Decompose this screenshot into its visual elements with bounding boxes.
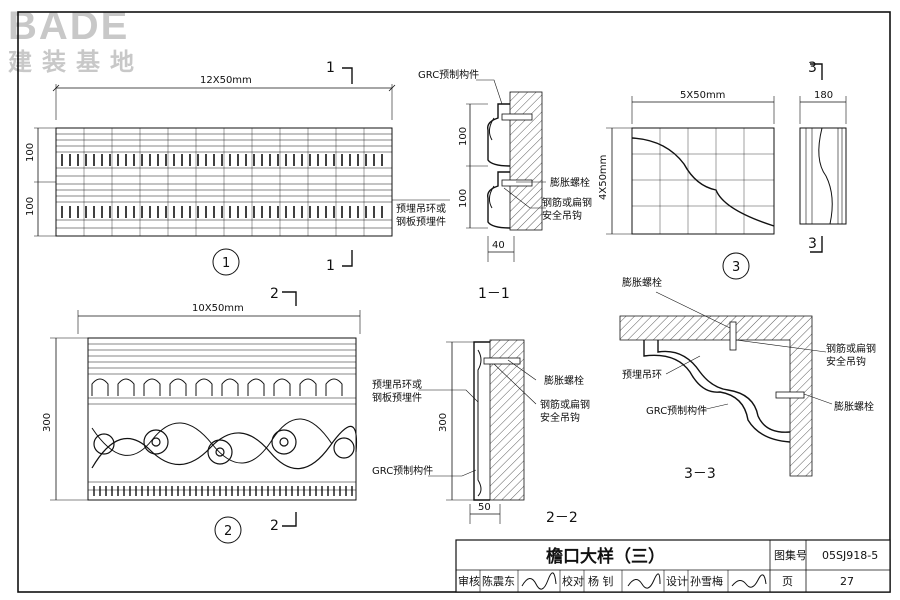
- section-3-3-grc-label: GRC预制构件: [646, 404, 707, 417]
- detail-1-embed-label: 预埋吊环或: [396, 203, 446, 215]
- detail-1-height-dim-a: 100: [25, 143, 36, 162]
- reviewer-name: 陈震东: [482, 574, 515, 588]
- review-label: 审核: [458, 574, 480, 588]
- detail-2-width-dim: 10X50mm: [192, 303, 244, 314]
- reviewer-signature: [521, 572, 557, 590]
- page-number: 27: [840, 575, 854, 588]
- detail-2-height-dim: 300: [42, 413, 53, 432]
- section-2-2-hook-label: 安全吊钩: [540, 411, 580, 424]
- section-marker-3-top: 3: [808, 60, 817, 76]
- section-2-2-embed-label-2: 钢板预埋件: [372, 391, 422, 404]
- section-2-2-rebar-label: 钢筋或扁钢: [540, 398, 590, 411]
- section-3-profile: 180 3 3: [799, 60, 847, 253]
- section-marker-2-top: 2: [270, 286, 279, 302]
- section-1-1-hook-label: 安全吊钩: [542, 209, 582, 222]
- section-3-dim-180: 180: [814, 90, 833, 101]
- section-3-3: 膨胀螺栓 预埋吊环 GRC预制构件 钢筋或扁钢 安全吊钩 膨胀螺栓 3－3: [619, 276, 876, 482]
- detail-2-elevation: 10X50mm 300 2 2 2: [42, 286, 361, 544]
- section-2-2-grc-label: GRC预制构件: [372, 464, 433, 477]
- checker-name: 杨 钊: [588, 574, 614, 588]
- title-block-title: 檐口大样（三）: [546, 546, 665, 567]
- section-2-2-caption: 2－2: [546, 510, 578, 526]
- design-label: 设计: [666, 575, 688, 588]
- section-1-1-rebar-label: 钢筋或扁钢: [542, 196, 592, 209]
- designer-name: 孙雪梅: [690, 574, 723, 588]
- section-1-1-bolt-label: 膨胀螺栓: [550, 176, 590, 189]
- section-2-2-dim-50: 50: [478, 502, 491, 513]
- detail-3-number: 3: [732, 260, 740, 275]
- detail-1-height-dim-b: 100: [25, 197, 36, 216]
- detail-3-elevation: 5X50mm 4X50mm 3: [598, 90, 775, 280]
- sheet-border: [17, 11, 891, 593]
- section-1-1-caption: 1－1: [478, 286, 510, 302]
- logo-subtitle: 建装基地: [8, 48, 144, 76]
- detail-1-elevation: 12X50mm 100 100 预埋吊环或 钢板预埋件: [25, 60, 450, 276]
- detail-1-embed-label-2: 钢板预埋件: [396, 215, 446, 228]
- section-1-1-dim-b: 100: [458, 189, 469, 208]
- page-label: 页: [782, 575, 793, 588]
- section-2-2-dim-300: 300: [438, 413, 449, 432]
- atlas-label: 图集号: [774, 548, 807, 562]
- section-marker-3-bottom: 3: [808, 236, 817, 252]
- atlas-number: 05SJ918-5: [822, 549, 878, 562]
- section-2-2-embed-label: 预埋吊环或: [372, 379, 422, 391]
- section-3-3-rebar-label: 钢筋或扁钢: [826, 342, 876, 355]
- section-3-3-hook-label: 安全吊钩: [826, 355, 866, 368]
- section-marker-1-top: 1: [326, 60, 335, 76]
- section-3-3-bolt-top-label: 膨胀螺栓: [622, 276, 662, 289]
- designer-signature: [731, 574, 767, 588]
- section-1-1: 100 100 40 GRC预制构件 膨胀螺栓 钢筋或扁钢 安全吊钩 1－1: [418, 68, 592, 302]
- section-3-3-ring-label: 预埋吊环: [622, 369, 662, 381]
- title-block: 檐口大样（三） 图集号 05SJ918-5 审核 陈震东 校对 杨 钊 设计 孙…: [455, 539, 891, 593]
- section-1-1-dim-40: 40: [492, 240, 505, 251]
- checker-signature: [627, 573, 661, 589]
- section-2-2-bolt-label: 膨胀螺栓: [544, 374, 584, 387]
- check-label: 校对: [562, 574, 584, 588]
- detail-2-number: 2: [224, 524, 232, 539]
- detail-3-height-dim: 4X50mm: [598, 155, 609, 200]
- section-marker-2-bottom: 2: [270, 518, 279, 534]
- section-3-3-bolt-right-label: 膨胀螺栓: [834, 400, 874, 413]
- section-marker-1-bottom: 1: [326, 258, 335, 274]
- section-1-1-dim-a: 100: [458, 127, 469, 146]
- detail-3-width-dim: 5X50mm: [680, 90, 725, 101]
- detail-1-width-dim: 12X50mm: [200, 75, 252, 86]
- section-2-2: 300 50 预埋吊环或 钢板预埋件 膨胀螺栓 钢筋或扁钢 安全吊钩 GRC预制…: [372, 339, 590, 526]
- section-1-1-grc-label: GRC预制构件: [418, 68, 479, 81]
- section-3-3-caption: 3－3: [684, 466, 716, 482]
- detail-1-number: 1: [222, 256, 230, 271]
